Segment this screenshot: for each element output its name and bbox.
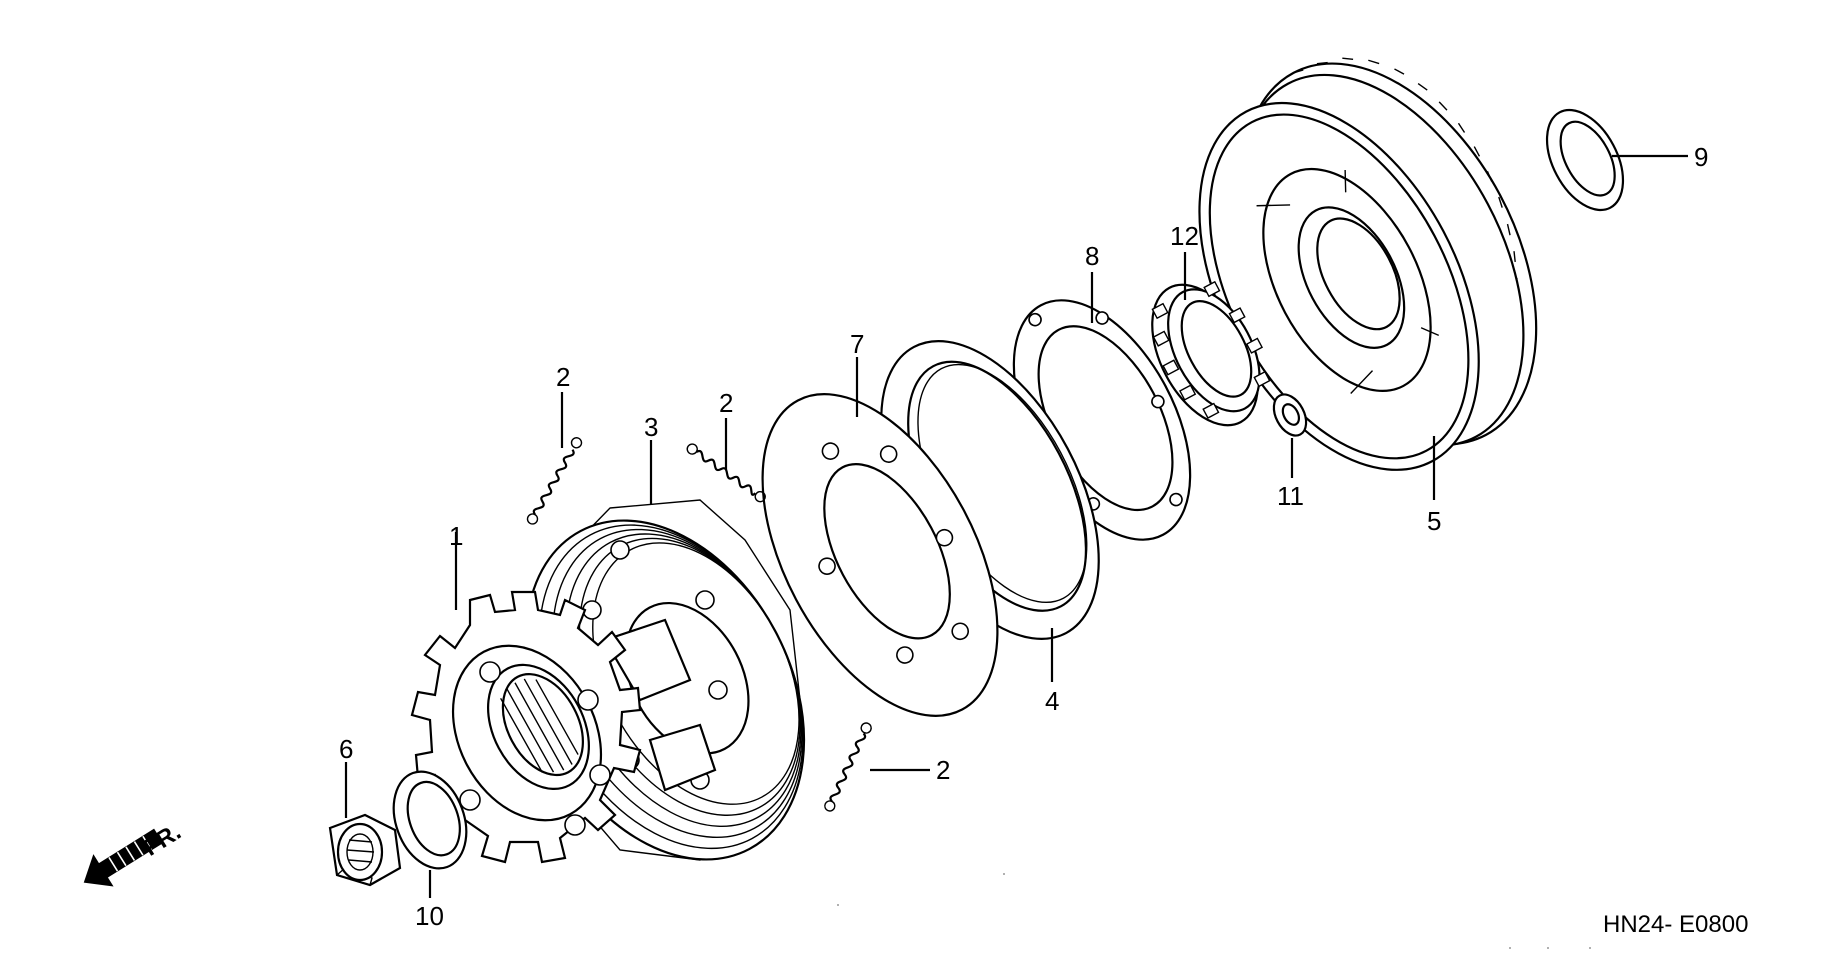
lock-nut [328, 813, 402, 887]
callout-10: 10 [415, 901, 444, 931]
callout-6: 6 [339, 734, 353, 764]
one-way-clutch [1151, 280, 1271, 427]
front-direction-label: FR. [139, 818, 186, 861]
callout-3: 3 [644, 412, 658, 442]
spring-2-bottom [824, 722, 872, 812]
leader-lines [344, 154, 1688, 898]
callout-1: 1 [449, 521, 463, 551]
diagram-code: HN24- E0800 [1603, 911, 1748, 938]
clutch-outer-drum [1198, 57, 1538, 471]
callout-4: 4 [1045, 686, 1059, 716]
washer-10 [392, 770, 468, 870]
callout-2-top-left: 2 [556, 362, 570, 392]
washer-9 [1545, 108, 1625, 212]
drive-plate-7 [761, 393, 999, 717]
clutch-drive-hub [410, 590, 642, 864]
callout-numbers: 1 2 3 2 2 4 5 6 7 8 9 10 11 12 [339, 142, 1708, 931]
spring-2-top-left [526, 437, 583, 525]
callout-11: 11 [1277, 481, 1304, 511]
callout-8: 8 [1085, 241, 1099, 271]
spring-2-top-center [686, 443, 766, 503]
scan-specks [837, 873, 1591, 949]
front-arrow-icon [83, 828, 164, 887]
callout-2-top-center: 2 [719, 388, 733, 418]
washer-11 [1272, 393, 1308, 437]
callout-9: 9 [1694, 142, 1708, 172]
callout-7: 7 [850, 329, 864, 359]
callout-12: 12 [1170, 221, 1199, 251]
callout-5: 5 [1427, 506, 1441, 536]
callout-2-bottom: 2 [936, 755, 950, 785]
front-direction-indicator: FR. [83, 818, 186, 887]
